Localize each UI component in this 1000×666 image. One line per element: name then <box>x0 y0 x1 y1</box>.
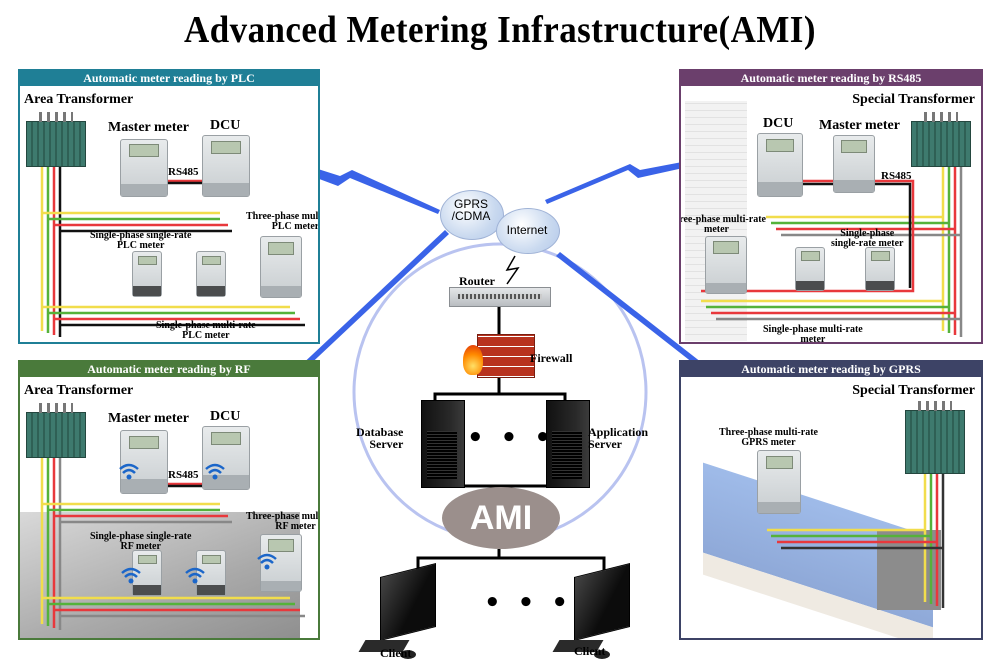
rs485-transformer-icon <box>911 112 971 167</box>
client-left-label: Client <box>380 646 412 660</box>
plc-wiring <box>40 161 305 337</box>
plc-transformer-label: Area Transformer <box>24 92 134 107</box>
gprs-wiring <box>767 474 945 608</box>
server-ellipsis: • • • <box>467 423 555 453</box>
plc-master-meter-icon <box>120 139 168 197</box>
rf-master-meter-icon <box>120 430 168 494</box>
panel-rs485: Automatic meter reading by RS485 Special… <box>679 69 983 344</box>
wifi-icon <box>205 463 225 480</box>
plc-dcu-icon <box>202 135 250 197</box>
wifi-icon <box>119 463 139 480</box>
rs485-single-phase-meter-1-icon <box>795 247 825 291</box>
internet-cloud-label: Internet <box>506 223 548 237</box>
router-icon <box>449 287 551 307</box>
panel-rs485-header: Automatic meter reading by RS485 <box>681 71 981 86</box>
fire-icon <box>463 345 483 375</box>
firewall-label: Firewall <box>530 351 573 365</box>
rs485-transformer-label: Special Transformer <box>852 92 975 107</box>
application-server-icon <box>546 400 590 488</box>
client-left-computer-icon <box>358 563 442 660</box>
plc-three-phase-meter-icon <box>260 236 302 298</box>
rs485-dcu-label: DCU <box>763 116 794 131</box>
rs485-rs485-label: RS485 <box>881 170 912 182</box>
panel-rf: Automatic meter reading by RF Area Trans… <box>18 360 320 640</box>
internet-cloud-icon <box>496 208 560 254</box>
gprs-transformer-label: Special Transformer <box>852 383 975 398</box>
rf-rs485-label: RS485 <box>168 469 199 481</box>
rs485-dcu-icon <box>757 133 803 197</box>
plc-transformer-icon <box>26 112 86 167</box>
rf-single-phase-meter-2-icon <box>196 550 226 596</box>
rf-dcu-icon <box>202 426 250 490</box>
rf-single-phase-meter-1-icon <box>132 550 162 596</box>
plc-single-phase-meter-2-icon <box>196 251 226 297</box>
rf-transformer-icon <box>26 403 86 458</box>
wifi-icon <box>121 567 141 584</box>
database-server-icon <box>421 400 465 488</box>
panel-plc: Automatic meter reading by PLC Area Tran… <box>18 69 320 344</box>
firewall-icon <box>477 334 535 378</box>
client-right-computer-icon <box>552 563 636 660</box>
page-title: Advanced Metering Infrastructure(AMI) <box>184 9 816 51</box>
client-right-label: Client <box>574 644 606 658</box>
rs485-master-meter-label: Master meter <box>819 118 900 133</box>
ami-hub: AMI <box>442 487 560 549</box>
gprs-cdma-cloud-label: GPRS/CDMA <box>451 197 491 223</box>
gprs-transformer-icon <box>905 401 965 474</box>
wifi-icon <box>185 567 205 584</box>
client-ellipsis: • • • <box>484 588 572 618</box>
panel-rf-header: Automatic meter reading by RF <box>20 362 318 377</box>
panel-plc-header: Automatic meter reading by PLC <box>20 71 318 86</box>
rs485-three-phase-meter-icon <box>705 236 747 294</box>
panel-gprs-header: Automatic meter reading by GPRS <box>681 362 981 377</box>
rf-wiring <box>40 442 305 630</box>
panel-gprs: Automatic meter reading by GPRS Special … <box>679 360 983 640</box>
plc-rs485-label: RS485 <box>168 166 199 178</box>
plc-dcu-label: DCU <box>210 118 241 133</box>
link-router-internet <box>505 255 520 285</box>
plc-master-meter-label: Master meter <box>108 120 189 135</box>
rs485-single-phase-meter-2-icon <box>865 247 895 291</box>
rf-master-meter-label: Master meter <box>108 411 189 426</box>
plc-single-phase-meter-1-icon <box>132 251 162 297</box>
gprs-three-phase-meter-icon <box>757 450 801 514</box>
rf-dcu-label: DCU <box>210 409 241 424</box>
rs485-master-meter-icon <box>833 135 875 193</box>
rs485-wiring <box>701 166 963 337</box>
rf-transformer-label: Area Transformer <box>24 383 134 398</box>
rf-three-phase-meter-icon <box>260 534 302 592</box>
wifi-icon <box>257 553 277 570</box>
router-label: Router <box>459 274 495 288</box>
